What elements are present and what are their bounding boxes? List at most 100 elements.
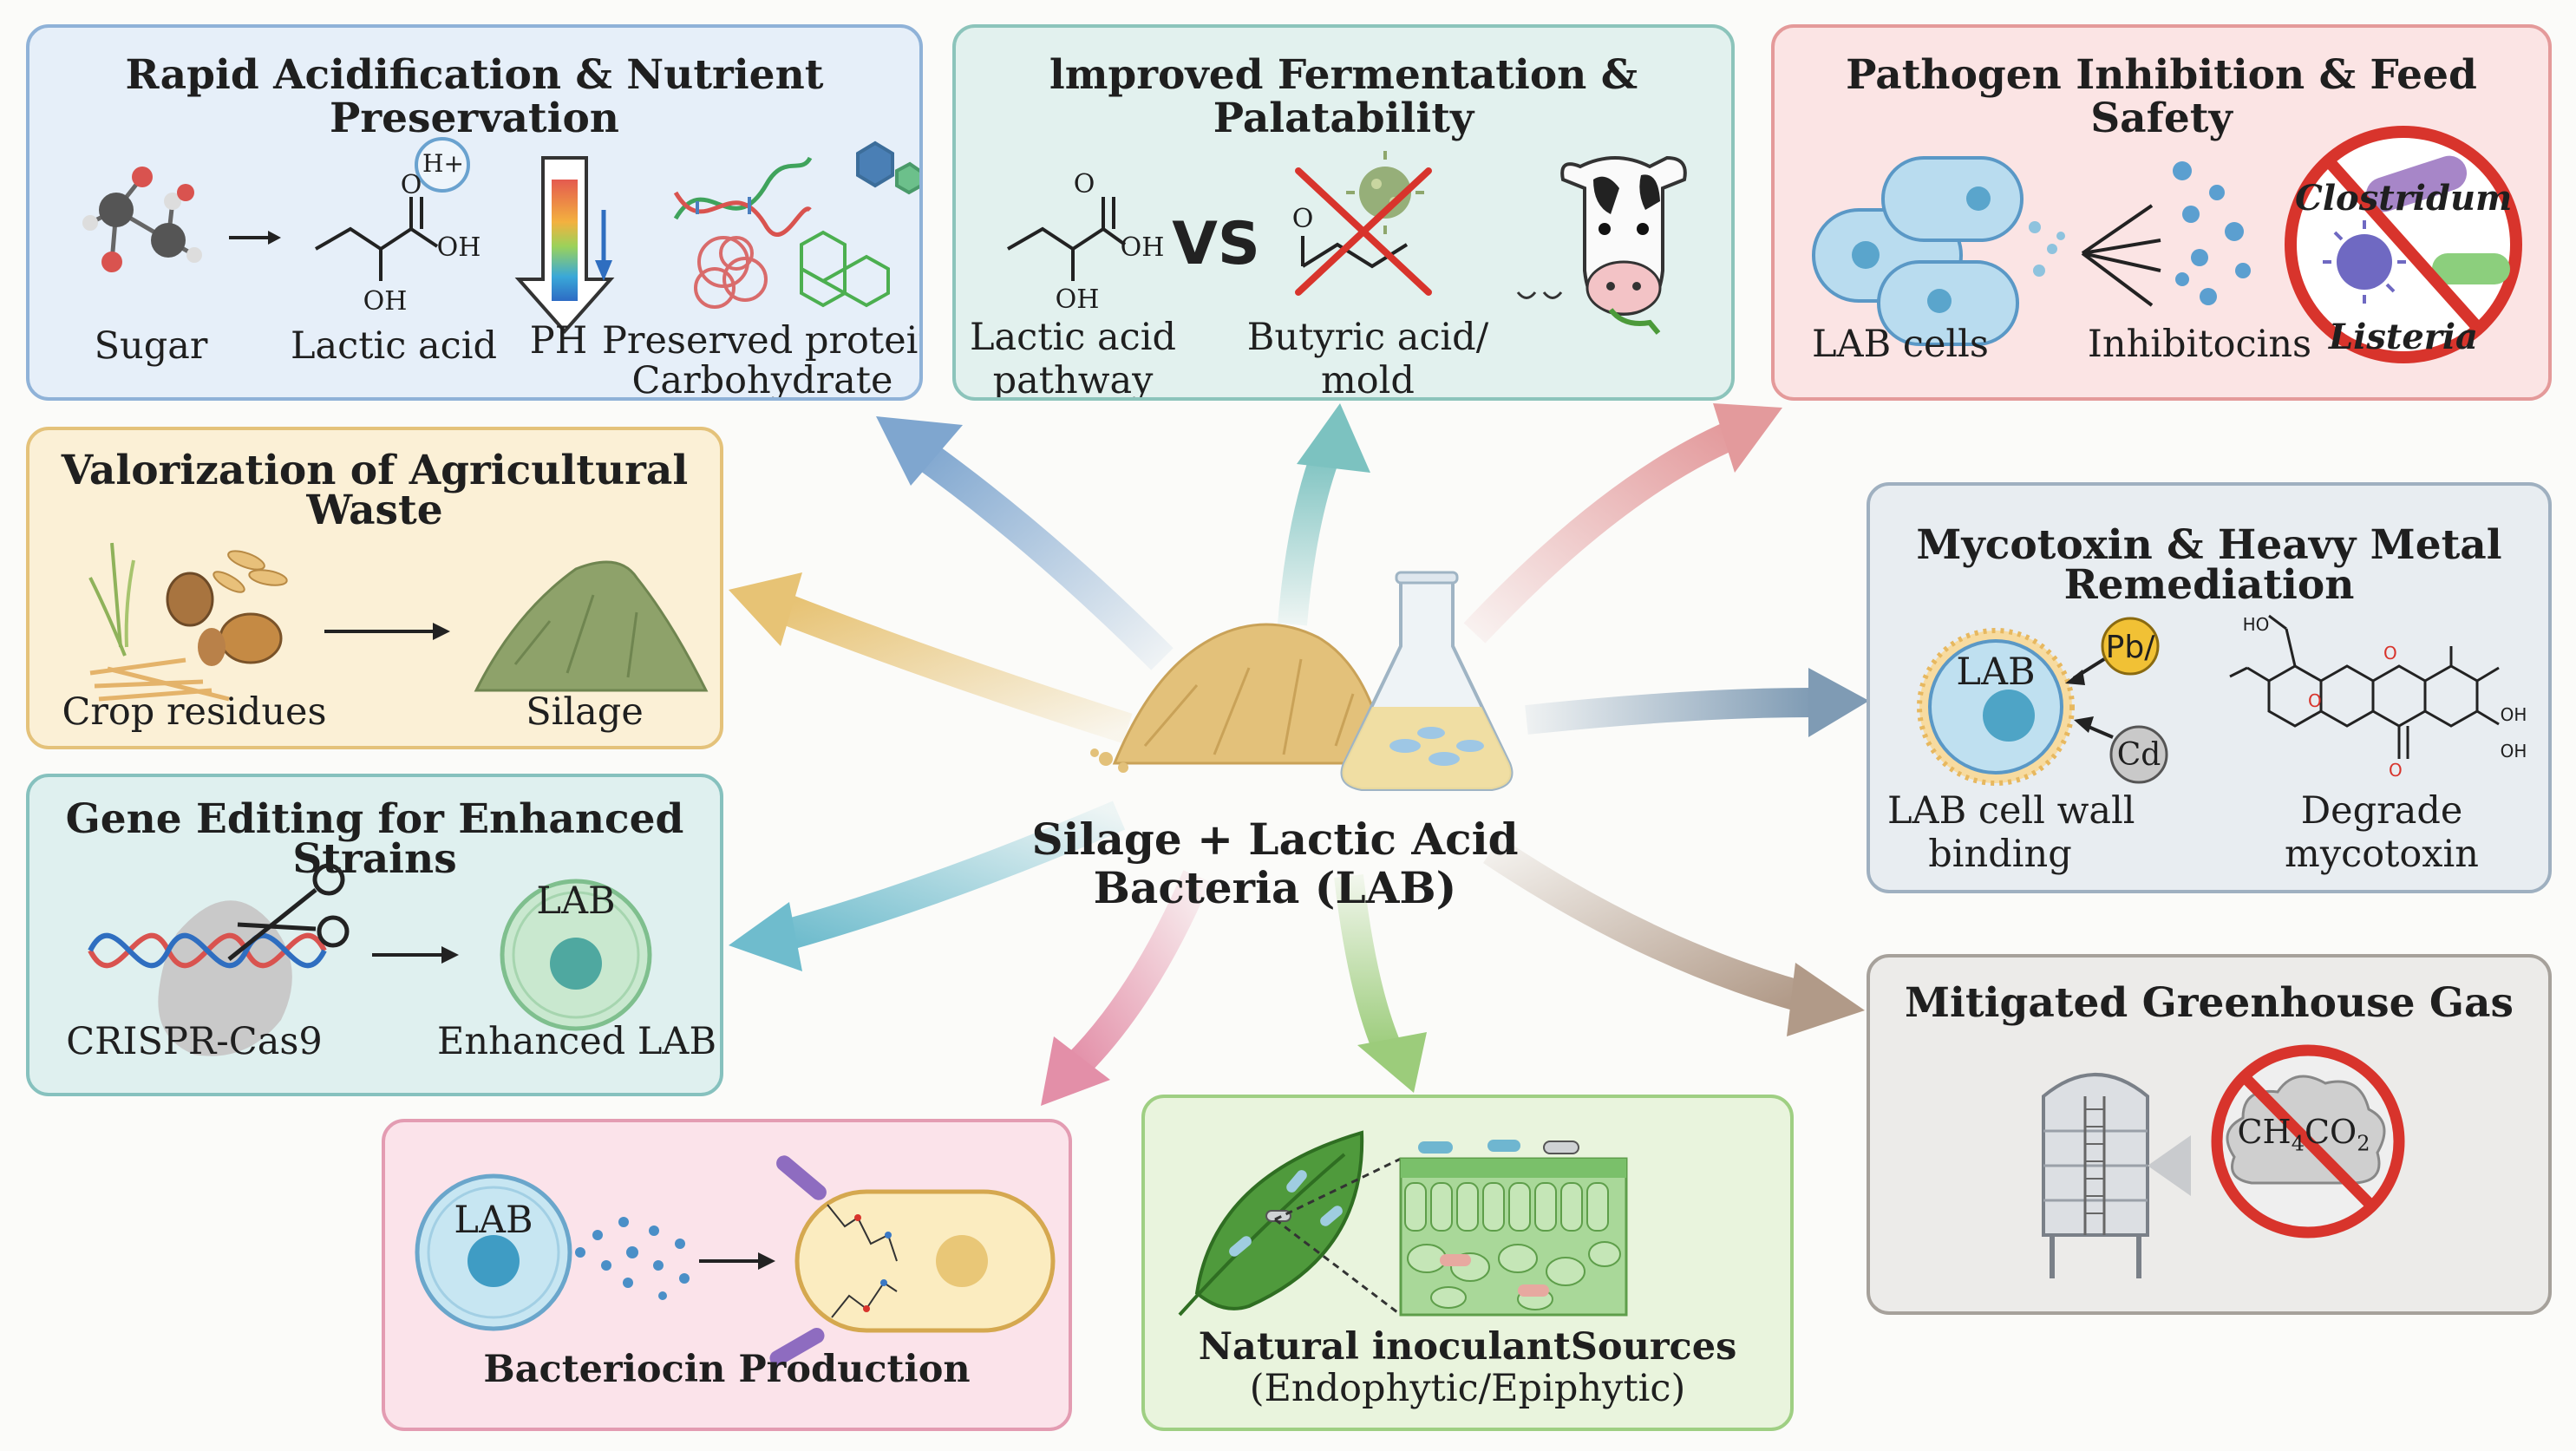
no-symbol-icon [2211, 1044, 2405, 1239]
chem-oh-label: OH [1120, 232, 1165, 263]
gas-2: 2 [2357, 1131, 2370, 1156]
label-ph: PH [529, 319, 588, 363]
panel-title: lmproved Fermentation & Palatability [1049, 51, 1638, 142]
panel-bacteriocin: LAB Bacteriocin Production [382, 1119, 1072, 1431]
dna-icon [673, 156, 813, 237]
label-degrade-1: Degrade [2300, 789, 2463, 833]
bacteriocin-dots [575, 1217, 690, 1300]
panel-ghg: Mitigated Greenhouse Gas CH4CO2 [1867, 954, 2552, 1315]
label-lactic-1: Lactic acid [969, 316, 1177, 359]
h-plus-label: H+ [422, 149, 464, 178]
arrows-icon [2081, 204, 2161, 307]
valorization-illustration [88, 542, 709, 702]
center-label-line2: Bacteria (LAB) [1093, 862, 1457, 913]
panel-title: Bacteriocin Production [483, 1348, 971, 1391]
label-lactic-acid: Lactic acid [290, 324, 498, 368]
chem-ho-label: HO [2242, 614, 2270, 635]
panel-title-2: Waste [306, 487, 443, 534]
silage-pile-icon [474, 560, 709, 692]
pathogen-illustration [1812, 126, 2522, 363]
lactic-acid-structure [1007, 197, 1127, 281]
panel-title: Rapid Acidification & Nutrient Preservat… [125, 51, 824, 142]
flask-icon [1340, 571, 1514, 791]
particles [2029, 221, 2065, 277]
label-preserved-2: Carbohydrate [631, 359, 893, 401]
protein-icon [694, 236, 768, 309]
arrow-to-mycotoxin [1525, 668, 1869, 737]
panel-acidification: Rapid Acidification & Nutrient Preservat… [26, 24, 923, 401]
gas-co: CO [2304, 1113, 2357, 1151]
haystack-icon [1090, 623, 1389, 773]
label-crop-residues: Crop residues [62, 690, 327, 734]
acidification-illustration [82, 137, 919, 335]
label-clostridum: Clostridum [2295, 178, 2513, 219]
vs-label: VS [1172, 210, 1260, 278]
label-degrade-2: mycotoxin [2285, 833, 2479, 876]
panel-valorization: Valorization of Agricultural Waste [26, 427, 723, 749]
lead-ion-icon [2101, 617, 2160, 676]
bacteriocin-illustration [415, 1155, 1056, 1366]
carbohydrate-icon [800, 141, 919, 308]
panel-title: Mitigated Greenhouse Gas [1905, 979, 2514, 1027]
label-butyric-2: mold [1321, 359, 1415, 401]
molecule-icon [82, 167, 202, 272]
h-plus-badge [415, 137, 470, 193]
crop-residues-icon [88, 542, 288, 702]
chem-o-label: O [400, 170, 422, 200]
label-lactic-2: pathway [992, 359, 1154, 401]
enhanced-lab-cell-icon [500, 879, 652, 1031]
arrow-to-acidification [876, 416, 1174, 670]
lab-cells-icon [1812, 156, 2024, 346]
gas-4: 4 [2291, 1131, 2305, 1156]
panel-title-1: Mycotoxin & Heavy Metal [1916, 521, 2502, 569]
cross-out-icon [1295, 167, 1432, 296]
lactic-acid-structure [315, 197, 439, 281]
chem-oh2-label: OH [2500, 741, 2527, 761]
cadmium-ion-icon [2109, 725, 2168, 784]
chem-oh2-label: OH [1055, 284, 1100, 315]
target-cell-icon [769, 1155, 1056, 1366]
label-silage: Silage [526, 690, 644, 734]
gene-illustration [88, 863, 652, 1056]
panel-title: Pathogen Inhibition & Feed Safety [1846, 51, 2477, 142]
panel-title-1: Natural inoculantSources [1198, 1325, 1737, 1369]
label-enhanced-lab: Enhanced LAB [437, 1020, 717, 1063]
leaf-icon [1178, 1130, 1364, 1317]
mycotoxin-structure [2229, 614, 2500, 759]
arrow-to-fermentation [1278, 403, 1370, 626]
panel-title-1: Gene Editing for Enhanced [65, 795, 684, 843]
cow-icon [1516, 155, 1687, 335]
panel-mycotoxin: Mycotoxin & Heavy Metal Remediation [1867, 482, 2552, 893]
label-crispr: CRISPR-Cas9 [66, 1020, 323, 1063]
inoculant-illustration [1178, 1130, 1628, 1317]
chem-oh2-label: OH [363, 286, 408, 317]
svg-text:O: O [2389, 760, 2403, 781]
arrow-to-gene [729, 801, 1126, 971]
svg-text:O: O [2383, 643, 2397, 663]
label-lab: LAB [1956, 650, 2036, 694]
tissue-cross-section-icon [1399, 1140, 1628, 1317]
panel-fermentation: lmproved Fermentation & Palatability [952, 24, 1735, 401]
label-cd: Cd [2116, 737, 2161, 773]
arrow-to-valorization [729, 572, 1133, 744]
mycotoxin-illustration: O O O [1917, 614, 2500, 786]
chem-o-label: O [1073, 169, 1095, 199]
lab-cell-icon [1917, 628, 2075, 786]
svg-text:O: O [2308, 690, 2322, 711]
label-lab: LAB [536, 879, 616, 923]
ghg-illustration [2042, 1044, 2405, 1278]
panel-title-2: Strains [292, 835, 457, 883]
panel-title-1: Valorization of Agricultural [61, 447, 689, 494]
panel-inoculant: Natural inoculantSources (Endophytic/Epi… [1141, 1095, 1794, 1431]
ph-thermometer-icon [514, 156, 615, 335]
label-pb: Pb/ [2105, 630, 2155, 665]
lab-cell-icon [415, 1173, 572, 1331]
scissors-icon [227, 863, 350, 961]
panel-title-2: (Endophytic/Epiphytic) [1249, 1367, 1686, 1410]
dna-icon [88, 932, 327, 969]
label-preserved-1: Preserved protein/ [602, 319, 923, 363]
chem-oh1-label: OH [2500, 704, 2527, 725]
silo-icon [2042, 1073, 2191, 1278]
